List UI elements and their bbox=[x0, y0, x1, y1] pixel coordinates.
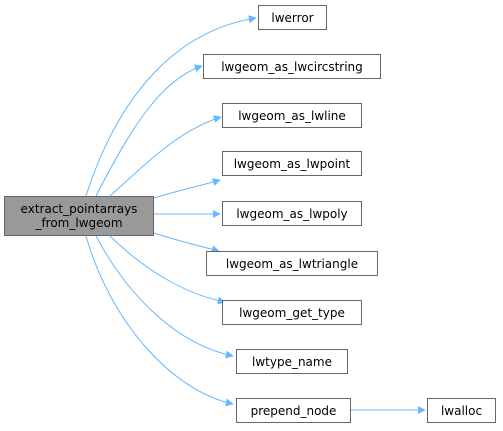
node-lwgeom-get-type[interactable]: lwgeom_get_type bbox=[222, 300, 362, 325]
edge-to-lwgeom-as-lwpoint bbox=[153, 178, 221, 199]
node-lwtype-name[interactable]: lwtype_name bbox=[236, 349, 348, 374]
node-lwalloc[interactable]: lwalloc bbox=[427, 398, 496, 423]
node-lwgeom-as-lwpoly[interactable]: lwgeom_as_lwpoly bbox=[222, 201, 362, 226]
node-lwgeom-as-lwline[interactable]: lwgeom_as_lwline bbox=[222, 103, 362, 128]
root-label-line2: _from_lwgeom bbox=[35, 216, 123, 230]
node-prepend-node[interactable]: prepend_node bbox=[236, 398, 351, 423]
node-lwerror[interactable]: lwerror bbox=[258, 5, 327, 30]
node-lwgeom-as-lwcircstring[interactable]: lwgeom_as_lwcircstring bbox=[203, 54, 381, 79]
edge-to-lwgeom-as-lwcircstring bbox=[95, 64, 203, 197]
root-label-line1: extract_pointarrays bbox=[20, 202, 138, 216]
node-lwgeom-as-lwtriangle[interactable]: lwgeom_as_lwtriangle bbox=[206, 251, 378, 276]
edge-to-lwgeom-as-lwline bbox=[109, 115, 222, 197]
edge-to-lwgeom-as-lwtriangle bbox=[153, 232, 220, 254]
node-extract-pointarrays-from-lwgeom[interactable]: extract_pointarrays _from_lwgeom bbox=[4, 196, 154, 236]
node-lwgeom-as-lwpoint[interactable]: lwgeom_as_lwpoint bbox=[222, 151, 362, 176]
